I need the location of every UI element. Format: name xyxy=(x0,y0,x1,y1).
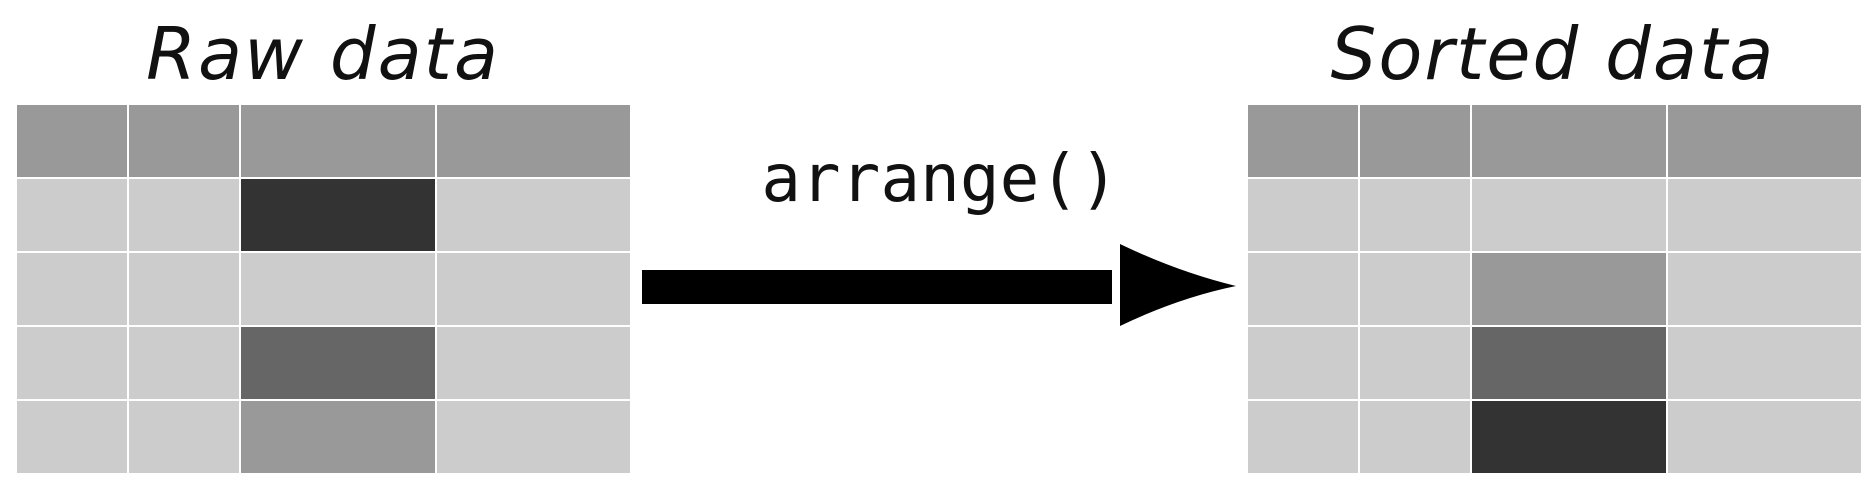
raw-table-header-cell xyxy=(129,105,239,177)
raw-table-cell xyxy=(437,253,630,325)
sorted-table-cell xyxy=(1360,179,1470,251)
sorted-table-cell xyxy=(1668,401,1861,473)
raw-table-cell xyxy=(17,253,127,325)
arrow-head xyxy=(1120,244,1236,326)
sorted-table-cell xyxy=(1360,327,1470,399)
raw-table-cell xyxy=(241,401,435,473)
sorted-table-cell xyxy=(1248,179,1358,251)
sorted-table-cell xyxy=(1360,253,1470,325)
sorted-table-header-cell xyxy=(1248,105,1358,177)
sorted-table-cell xyxy=(1472,179,1666,251)
raw-table-cell xyxy=(129,253,239,325)
sorted-table-cell xyxy=(1248,253,1358,325)
raw-table-cell xyxy=(129,401,239,473)
raw-data-table xyxy=(17,105,630,473)
raw-table-cell xyxy=(17,327,127,399)
raw-table-header-cell xyxy=(241,105,435,177)
raw-table-cell xyxy=(241,253,435,325)
raw-data-title: Raw data xyxy=(145,12,501,96)
arrow-shaft xyxy=(642,270,1112,304)
sorted-table-cell xyxy=(1668,327,1861,399)
sorted-table-cell xyxy=(1248,327,1358,399)
raw-table-header-cell xyxy=(437,105,630,177)
sorted-data-table xyxy=(1248,105,1861,473)
raw-table-cell xyxy=(129,327,239,399)
sorted-table-cell xyxy=(1472,327,1666,399)
raw-table-cell xyxy=(129,179,239,251)
raw-table-cell xyxy=(437,327,630,399)
raw-table-cell xyxy=(437,401,630,473)
sorted-table-cell xyxy=(1668,179,1861,251)
raw-table-cell xyxy=(241,179,435,251)
sorted-table-cell xyxy=(1248,401,1358,473)
raw-table-cell xyxy=(17,179,127,251)
raw-table-cell xyxy=(241,327,435,399)
sorted-table-cell xyxy=(1472,253,1666,325)
sorted-table-cell xyxy=(1668,253,1861,325)
right-arrow-icon xyxy=(642,244,1236,326)
raw-table-cell xyxy=(17,401,127,473)
arrange-function-label: arrange() xyxy=(761,140,1119,217)
sorted-table-cell xyxy=(1360,401,1470,473)
raw-table-header-cell xyxy=(17,105,127,177)
sorted-table-header-cell xyxy=(1472,105,1666,177)
sorted-table-header-cell xyxy=(1668,105,1861,177)
sorted-data-title: Sorted data xyxy=(1330,12,1776,96)
sorted-table-header-cell xyxy=(1360,105,1470,177)
sorted-table-cell xyxy=(1472,401,1666,473)
raw-table-cell xyxy=(437,179,630,251)
